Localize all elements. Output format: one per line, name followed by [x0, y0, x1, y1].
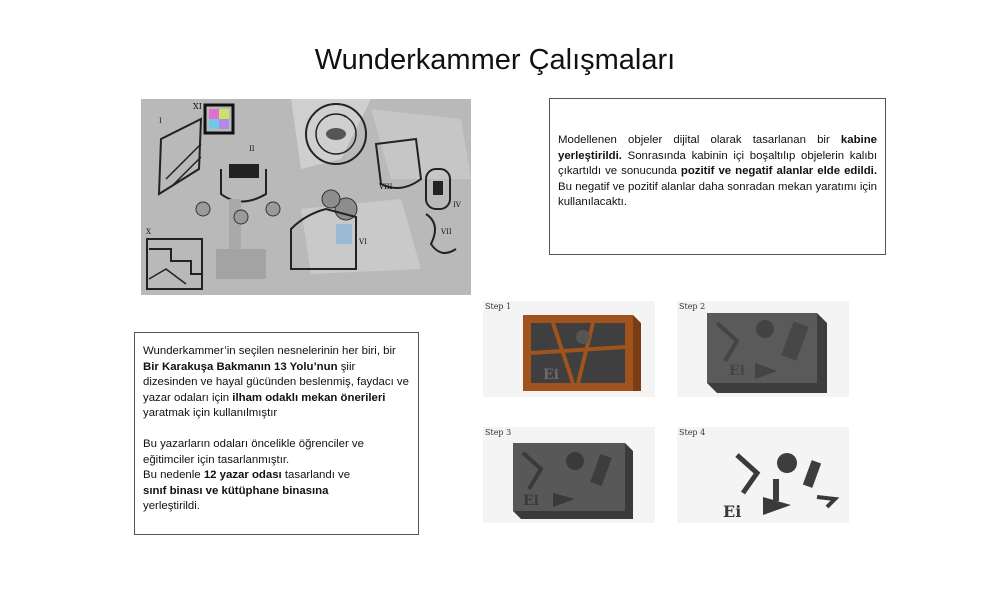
svg-text:Ei: Ei — [523, 493, 539, 509]
step-2-image: Step 2 Ei — [677, 301, 849, 397]
description-box-wunderkammer: Wunderkammer’in seçilen nesnelerinin her… — [134, 332, 419, 535]
description-box-cabinet: Modellenen objeler dijital olarak tasarl… — [549, 98, 886, 255]
sketch-label-4: IV — [453, 201, 462, 209]
cabinet-description: Modellenen objeler dijital olarak tasarl… — [558, 134, 877, 208]
sketch-plan-image: XI I II VIII VI VII IV X — [141, 99, 471, 295]
step-3-image: Step 3 Ei — [483, 427, 655, 523]
svg-text:Ei: Ei — [543, 367, 559, 383]
step-1-image: Step 1 Ei — [483, 301, 655, 397]
step-4-image: Step 4 Ei — [677, 427, 849, 523]
sketch-label-7: VII — [440, 228, 452, 236]
sketch-label-2: II — [249, 145, 255, 153]
step-1-label: Step 1 — [485, 302, 512, 311]
step-4-label: Step 4 — [679, 428, 706, 437]
sketch-label-6: VI — [358, 238, 367, 246]
sketch-drawing: XI I II VIII VI VII IV X — [141, 99, 471, 295]
sketch-label-8: VIII — [378, 183, 393, 191]
svg-text:Ei: Ei — [723, 502, 741, 521]
step-2-label: Step 2 — [679, 302, 706, 311]
sketch-label-11: XI — [193, 102, 202, 111]
svg-text:Ei: Ei — [729, 363, 745, 379]
sketch-label-1: I — [159, 117, 162, 125]
wunderkammer-description-1: Wunderkammer’in seçilen nesnelerinin her… — [143, 345, 409, 419]
wunderkammer-description-2: Bu yazarların odaları öncelikle öğrencil… — [143, 438, 364, 512]
sketch-label-10: X — [146, 228, 151, 236]
page-title: Wunderkammer Çalışmaları — [314, 44, 676, 76]
step-3-label: Step 3 — [485, 428, 512, 437]
